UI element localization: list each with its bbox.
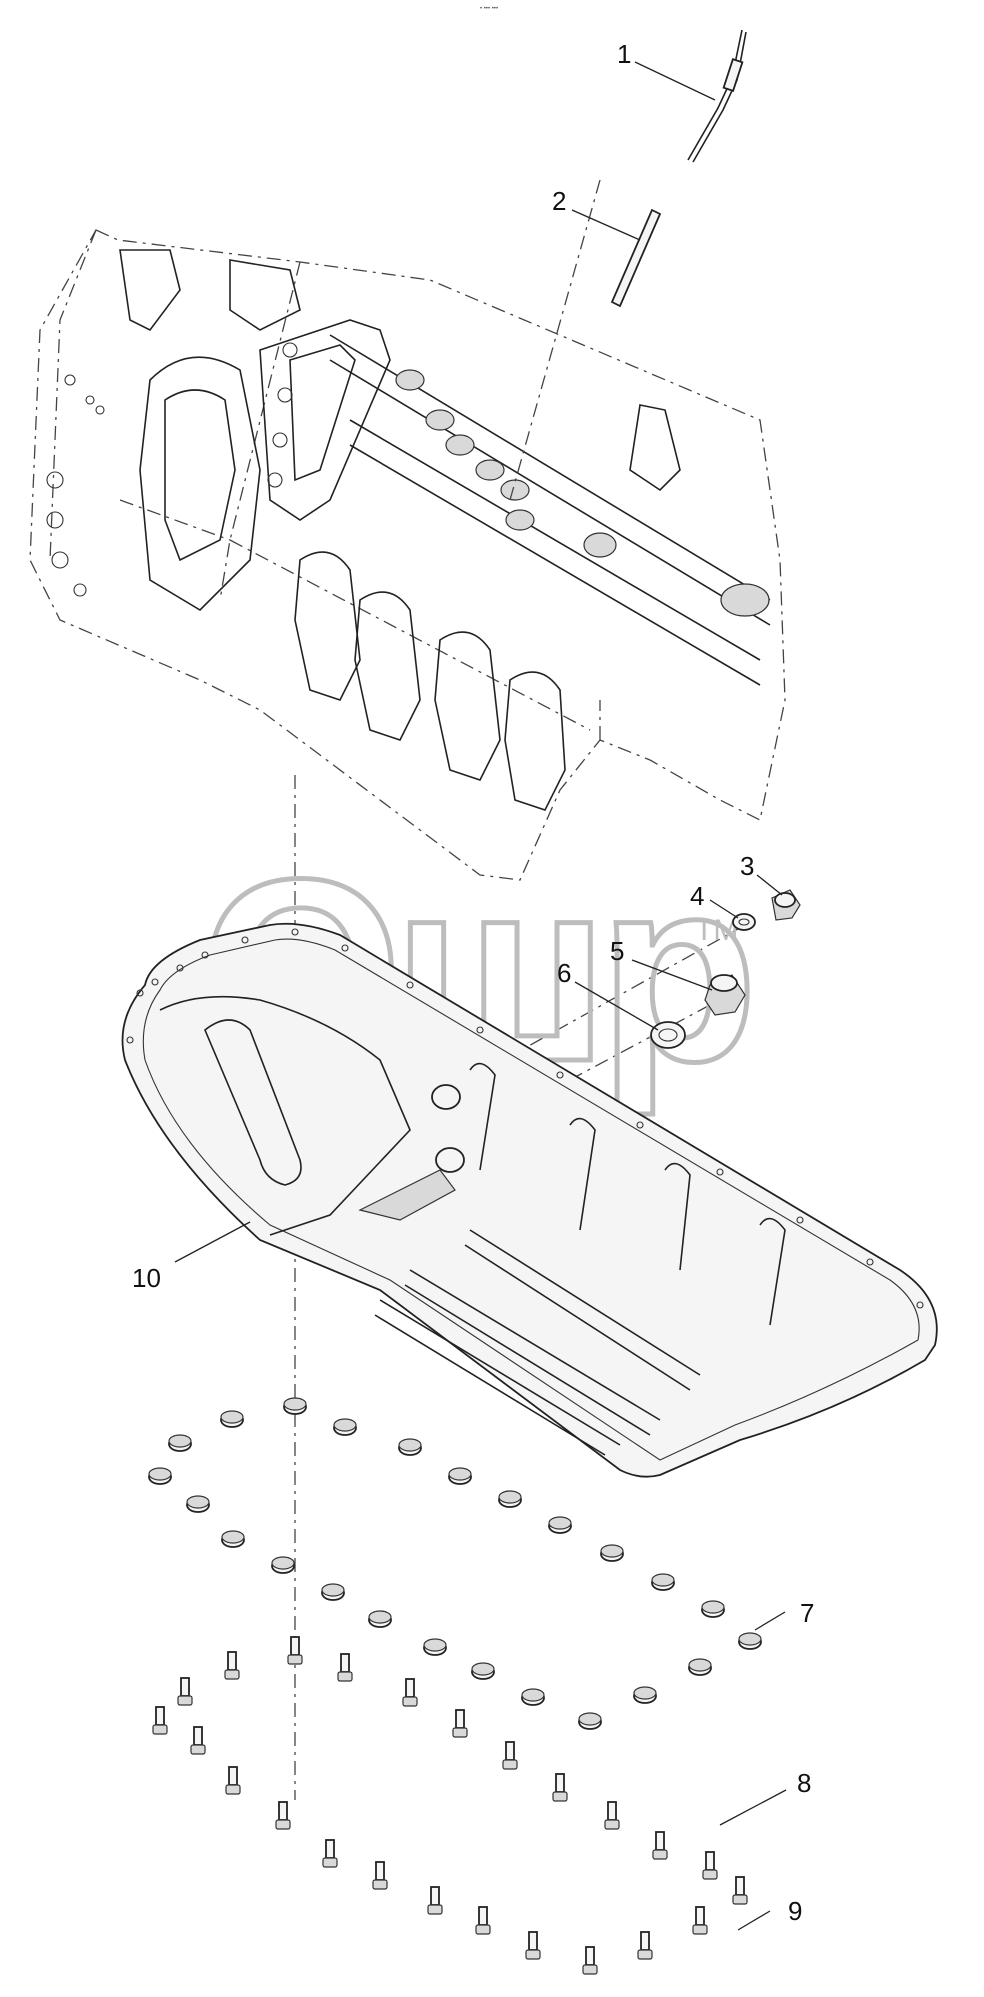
bolt (224, 1651, 240, 1680)
washer (148, 1467, 172, 1485)
bolt (702, 1851, 718, 1880)
dipstick-axis (509, 179, 601, 501)
part-3-plug (771, 889, 801, 921)
part-7-washers (148, 1397, 762, 1730)
block-holes (46, 342, 298, 597)
washer (423, 1638, 447, 1656)
part-1-dipstick-handle (687, 29, 747, 163)
washer (448, 1467, 472, 1485)
callout-2: 2 (552, 186, 566, 216)
washer (738, 1632, 762, 1650)
bolt (525, 1931, 541, 1960)
part-4-seal (732, 913, 756, 931)
callout-10: 10 (132, 1263, 161, 1293)
part-10-oil-pan (121, 922, 938, 1478)
washer (186, 1495, 210, 1513)
bolt (732, 1876, 748, 1905)
bolt (177, 1677, 193, 1706)
washer (333, 1418, 357, 1436)
watermark-tm: TM (695, 914, 738, 947)
washer (283, 1397, 307, 1415)
callout-4: 4 (690, 881, 704, 911)
callout-8: 8 (797, 1768, 811, 1798)
leader-lines (174, 61, 787, 1931)
bolt (452, 1709, 468, 1738)
bolt (552, 1773, 568, 1802)
bolt (475, 1906, 491, 1935)
engine-block (29, 229, 786, 881)
callout-labels: 1 2 3 4 5 6 7 8 9 10 (132, 39, 814, 1926)
washer (600, 1544, 624, 1562)
washer (498, 1490, 522, 1508)
callout-3: 3 (740, 851, 754, 881)
washer (688, 1658, 712, 1676)
bolt (604, 1801, 620, 1830)
washer (321, 1583, 345, 1601)
washer (398, 1438, 422, 1456)
bolt (152, 1706, 168, 1735)
washer (548, 1516, 572, 1534)
callout-9: 9 (788, 1896, 802, 1926)
bolt (652, 1831, 668, 1860)
bolt (322, 1839, 338, 1868)
bolt (637, 1931, 653, 1960)
washer (471, 1662, 495, 1680)
bolt (372, 1861, 388, 1890)
bolt (287, 1636, 303, 1665)
callout-5: 5 (610, 936, 624, 966)
part-2-dipstick-tube (610, 208, 662, 308)
part-5-plug (704, 974, 746, 1016)
washer (651, 1573, 675, 1591)
washer (368, 1610, 392, 1628)
washer (168, 1434, 192, 1452)
bolt (427, 1886, 443, 1915)
bolt (502, 1741, 518, 1770)
washer (633, 1686, 657, 1704)
washer (220, 1410, 244, 1428)
bolt (275, 1801, 291, 1830)
washer (578, 1712, 602, 1730)
washer (271, 1556, 295, 1574)
washer (221, 1530, 245, 1548)
bolt (225, 1766, 241, 1795)
flange-holes (126, 928, 924, 1309)
part-6-seal (650, 1021, 686, 1049)
bolt (190, 1726, 206, 1755)
callout-1: 1 (617, 39, 631, 69)
washer (701, 1600, 725, 1618)
callout-7: 7 (800, 1598, 814, 1628)
bolt (582, 1946, 598, 1975)
cam-lobes (395, 369, 770, 617)
bolt (337, 1653, 353, 1682)
bolt (692, 1906, 708, 1935)
header-code: • ••• ••• (480, 6, 498, 12)
callout-6: 6 (557, 958, 571, 988)
bolt (402, 1678, 418, 1707)
washer (521, 1688, 545, 1706)
part-8-9-bolts (152, 1636, 748, 1975)
